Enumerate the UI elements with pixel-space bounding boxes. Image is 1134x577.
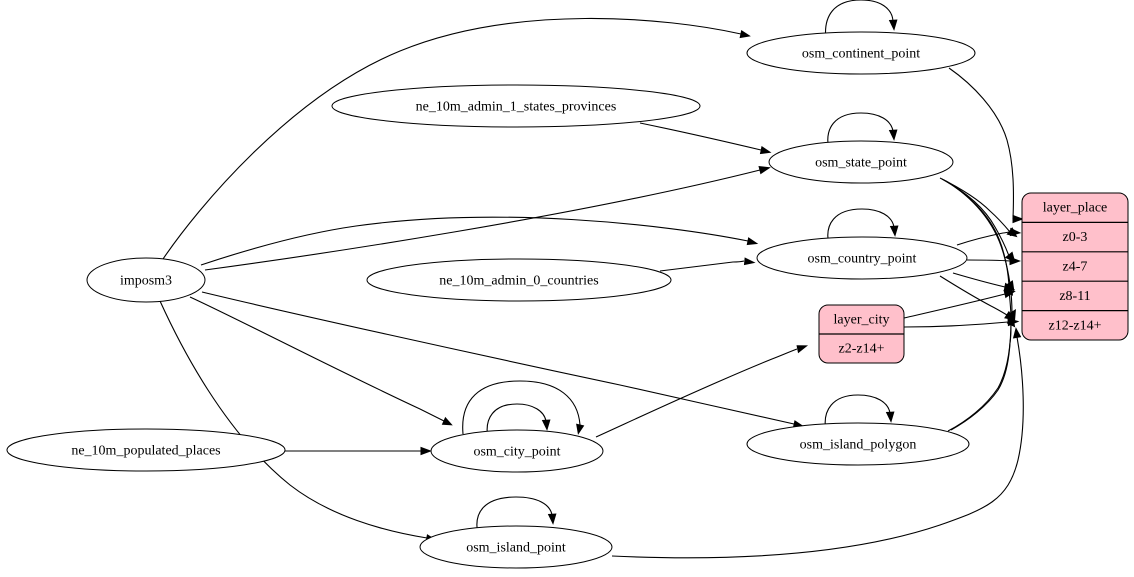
arrowhead <box>739 29 751 39</box>
node-shape-osm_continent_point[interactable] <box>746 31 976 75</box>
arrowhead <box>888 19 898 31</box>
selfloop-osm_continent_point <box>824 0 894 41</box>
edge-imposm3-to-osm_country_point <box>200 216 749 266</box>
edge-ne_10m_admin_1_states_provinces-to-osm_state_point <box>639 122 762 151</box>
node-shape-osm_city_point[interactable] <box>430 429 604 473</box>
node-ne_10m_populated_places[interactable]: ne_10m_populated_places <box>6 428 286 472</box>
edge-osm_country_point-to-layer_place-z12-z14+ <box>939 275 1008 316</box>
edge-osm_country_point-to-layer_place-z8-11 <box>952 272 1006 288</box>
node-shape-osm_country_point[interactable] <box>756 236 968 280</box>
node-osm_island_point[interactable]: osm_island_point <box>419 525 613 569</box>
node-shape-osm_island_point[interactable] <box>419 525 613 569</box>
node-osm_state_point[interactable]: osm_state_point <box>768 140 954 184</box>
node-osm_city_point[interactable]: osm_city_point <box>430 429 604 473</box>
edge-osm_state_point-to-layer_place-z12-z14+ <box>945 180 1013 315</box>
node-imposm3[interactable]: imposm3 <box>86 257 206 303</box>
arrowhead <box>889 225 899 237</box>
edge-osm_state_point-to-layer_place-z4-7 <box>941 178 1010 257</box>
arrowhead <box>1009 227 1022 237</box>
arrowhead <box>1009 256 1021 266</box>
arrowhead <box>1003 289 1016 299</box>
edge-imposm3-to-osm_continent_point <box>162 17 742 260</box>
node-shape-imposm3[interactable] <box>86 257 206 303</box>
arrowhead <box>541 419 551 431</box>
edge-osm_country_point-to-layer_place-z4-7 <box>966 259 1011 262</box>
record-layer_city[interactable]: layer_city z2-z14+ <box>818 304 905 364</box>
edge-layer_city-to-layer_place-z12-z14+ <box>903 321 1009 328</box>
node-shape-ne_10m_admin_1_states_provinces[interactable] <box>331 84 701 128</box>
node-shape-ne_10m_admin_0_countries[interactable] <box>366 258 672 302</box>
record-layer_place[interactable]: layer_place z0-3 z4-7 z8-11 z12-z14+ <box>1021 192 1129 341</box>
selfloop-osm_country_point <box>827 208 895 246</box>
arrowhead <box>576 423 585 435</box>
edge-ne_10m_admin_0_countries-to-osm_country_point <box>659 260 745 272</box>
node-osm_continent_point[interactable]: osm_continent_point <box>746 31 976 75</box>
node-shape-ne_10m_populated_places[interactable] <box>6 428 286 472</box>
selfloop-osm_state_point <box>827 112 894 151</box>
node-osm_island_polygon[interactable]: osm_island_polygon <box>746 422 970 466</box>
edge-osm_continent_point-to-layer_place-z0-3 <box>948 67 1015 220</box>
edge-imposm3-to-osm_city_point <box>189 296 445 422</box>
arrowhead <box>1012 214 1024 224</box>
edge-osm_state_point-to-layer_place-z0-3 <box>939 177 1011 233</box>
selfloop-osm_island_point <box>476 496 553 535</box>
edge-imposm3-to-osm_island_polygon <box>201 291 795 425</box>
edge-layer_city-to-layer_place-z8-11 <box>903 293 1006 319</box>
selfloop-osm_island_polygon <box>824 394 891 432</box>
arrowhead <box>888 129 898 141</box>
arrowhead <box>420 446 432 456</box>
arrowhead <box>1012 327 1022 339</box>
edge-osm_island_polygon-to-layer_place-z12-z14+ <box>950 322 1012 431</box>
arrowhead <box>743 257 756 266</box>
arrowhead <box>759 145 772 155</box>
selfloop-osm_city_point <box>486 403 547 439</box>
node-shape-osm_island_polygon[interactable] <box>746 422 970 466</box>
edge-imposm3-to-osm_state_point <box>204 169 761 271</box>
arrowhead <box>796 345 809 354</box>
node-ne_10m_admin_1_states_provinces[interactable]: ne_10m_admin_1_states_provinces <box>331 84 701 128</box>
arrowhead <box>758 166 771 175</box>
arrowhead <box>885 411 895 423</box>
edge-osm_country_point-to-layer_place-z0-3 <box>956 231 1011 246</box>
edge-osm_island_point-to-layer_place-z12-z14+ <box>611 336 1024 559</box>
nodes-layer: imposm3 ne_10m_admin_1_states_provinces … <box>6 31 976 569</box>
arrowhead <box>746 237 759 246</box>
arrowhead <box>547 513 557 525</box>
arrowhead <box>441 416 453 426</box>
record-shape-layer_place[interactable] <box>1021 192 1129 341</box>
node-ne_10m_admin_0_countries[interactable]: ne_10m_admin_0_countries <box>366 258 672 302</box>
selfloop-osm_city_point-outer <box>462 380 581 435</box>
node-osm_country_point[interactable]: osm_country_point <box>756 236 968 280</box>
edge-osm_state_point-to-layer_place-z8-11 <box>943 179 1010 286</box>
arrowhead <box>1007 317 1020 327</box>
edge-imposm3-to-osm_island_point <box>159 300 428 539</box>
node-shape-osm_state_point[interactable] <box>768 140 954 184</box>
edge-osm_city_point-to-layer_city <box>595 348 798 438</box>
